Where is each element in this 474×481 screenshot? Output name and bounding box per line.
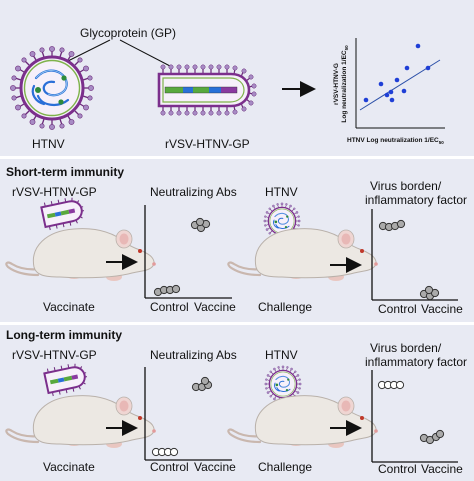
corr-point: [415, 43, 421, 49]
data-point: [396, 219, 406, 229]
long-vaccine-label: rVSV-HTNV-GP: [12, 348, 97, 362]
long-chart1-vaccine-points: [191, 376, 213, 392]
long-challenge-virus-label: HTNV: [265, 348, 298, 362]
rvsv-label: rVSV-HTNV-GP: [165, 137, 250, 151]
long-caption-vaccinate: Vaccinate: [43, 460, 95, 474]
long-chart2-title-line2: inflammatory factor: [365, 355, 467, 369]
corr-xlabel: HTNV Log neutralization 1/EC50: [347, 137, 444, 145]
short-chart2-axes: [371, 209, 458, 301]
corr-point: [384, 92, 390, 98]
corr-point: [425, 65, 431, 71]
long-chart1-title: Neutralizing Abs: [150, 348, 237, 362]
short-chart1-control-points: [153, 284, 181, 297]
long-chart2-axes: [371, 370, 458, 463]
data-point: [200, 376, 210, 386]
correlation-points: [363, 43, 431, 103]
glycoprotein-pointer-right: [119, 39, 171, 67]
short-caption-vaccinate: Vaccinate: [43, 300, 95, 314]
long-chart2-x-vaccine: Vaccine: [421, 462, 463, 476]
short-chart1-x-vaccine: Vaccine: [194, 300, 236, 314]
corr-xlabel-sub: 50: [439, 140, 445, 145]
corr-point: [389, 97, 395, 103]
long-chart1-x-vaccine: Vaccine: [194, 460, 236, 474]
short-challenge-virus-label: HTNV: [265, 185, 298, 199]
corr-point: [363, 97, 369, 103]
short-chart2-title-line1: Virus borden/: [370, 179, 442, 193]
short-chart2-x-vaccine: Vaccine: [421, 302, 463, 316]
long-caption-challenge: Challenge: [258, 460, 312, 474]
corr-ylabel-text: Log neutralization 1/EC: [341, 50, 348, 123]
glycoprotein-label: Glycoprotein (GP): [80, 26, 176, 40]
corr-point: [394, 77, 400, 83]
correlation-plot: rVSV-HTNV-G Log neutralization 1/EC50 HT…: [333, 38, 445, 145]
short-caption-challenge: Challenge: [258, 300, 312, 314]
corr-point: [378, 81, 384, 87]
long-chart1-x-control: Control: [150, 460, 189, 474]
corr-point: [401, 88, 407, 94]
short-chart2-title-line2: inflammatory factor: [365, 193, 467, 207]
short-chart1-axes: [144, 205, 232, 299]
short-chart2-control-points: [378, 219, 406, 232]
long-chart1-axes: [144, 367, 232, 461]
corr-ylabel-line1: rVSV-HTNV-G: [333, 63, 340, 105]
short-chart1-x-control: Control: [150, 300, 189, 314]
short-term-title: Short-term immunity: [6, 165, 124, 179]
long-chart1-control-points: [151, 447, 179, 457]
short-chart2-vaccine-points: [419, 285, 440, 301]
long-chart2-x-control: Control: [378, 462, 417, 476]
short-chart1-vaccine-points: [190, 217, 211, 233]
short-chart1-title: Neutralizing Abs: [150, 185, 237, 199]
htnv-virus-icon: [8, 44, 96, 132]
corr-ylabel-line2: Log neutralization 1/EC50: [341, 45, 349, 123]
long-chart2-vaccine-points: [419, 429, 445, 445]
long-term-title: Long-term immunity: [6, 328, 122, 342]
data-point: [424, 285, 434, 295]
data-point: [169, 447, 179, 457]
htnv-label: HTNV: [32, 137, 65, 151]
data-point: [171, 284, 181, 294]
data-point: [395, 380, 405, 390]
corr-point: [388, 89, 394, 95]
data-point: [195, 217, 205, 227]
corr-point: [404, 65, 410, 71]
corr-xlabel-text: HTNV Log neutralization 1/EC: [347, 137, 439, 144]
data-point: [435, 429, 445, 439]
short-vaccine-label: rVSV-HTNV-GP: [12, 185, 97, 199]
long-chart2-title-line1: Virus borden/: [370, 341, 442, 355]
short-chart2-x-control: Control: [378, 302, 417, 316]
corr-ylabel-sub: 50: [344, 45, 349, 51]
long-chart2-control-points: [377, 380, 405, 390]
